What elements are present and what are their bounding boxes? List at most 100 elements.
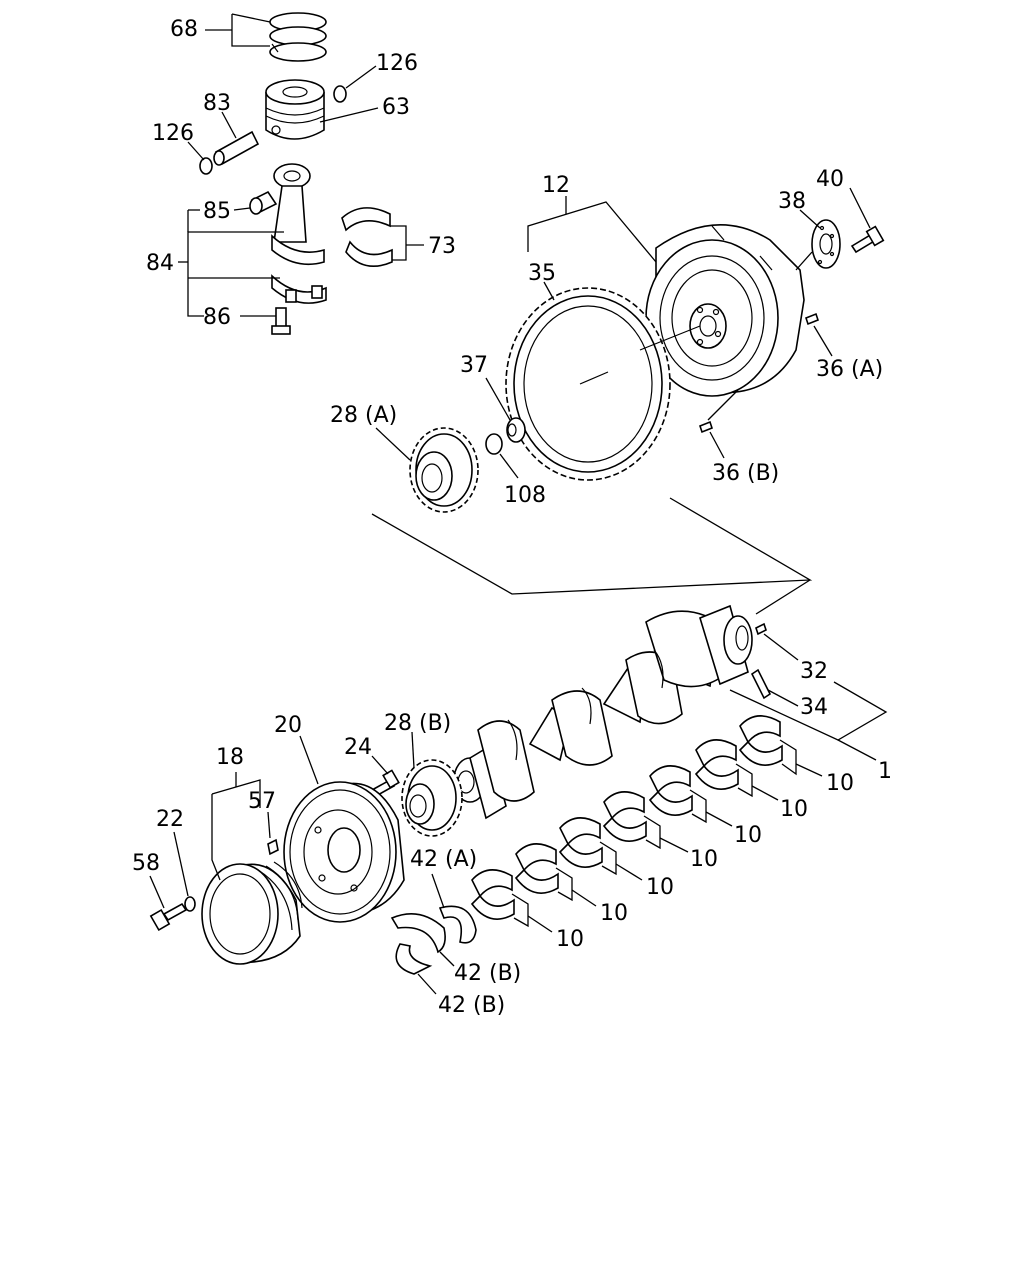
leader-40: [849, 187, 871, 229]
label-84: 84: [146, 251, 174, 276]
flywheel-plate[interactable]: [811, 219, 841, 269]
pulley-washer[interactable]: [184, 896, 196, 912]
bracket-10-3: [599, 841, 617, 876]
label-36a: 36 (A): [816, 357, 883, 382]
leader-37: [485, 377, 511, 421]
label-28b: 28 (B): [384, 711, 451, 736]
leader-34: [767, 689, 799, 707]
connecting-rod-cap[interactable]: [271, 274, 327, 304]
bracket-10-1: [511, 893, 529, 928]
dowel-pin-a[interactable]: [805, 312, 819, 326]
small-end-bushing[interactable]: [249, 190, 278, 215]
label-126-left: 126: [152, 121, 194, 146]
leader-10-1: [527, 915, 553, 933]
ring-gear[interactable]: [505, 287, 701, 481]
label-83: 83: [203, 91, 231, 116]
crankshaft-gear-b[interactable]: [401, 759, 463, 837]
flywheel[interactable]: [645, 224, 805, 397]
pulley-key[interactable]: [267, 838, 279, 856]
crankshaft-gear-a[interactable]: [409, 427, 479, 513]
bracket-10-5: [689, 789, 707, 824]
crankshaft-pin[interactable]: [755, 622, 767, 636]
bracket-84: [187, 231, 284, 317]
crankshaft[interactable]: [453, 604, 753, 820]
piston-rings[interactable]: [269, 12, 327, 62]
thrust-washer-b-upper[interactable]: [390, 912, 446, 954]
leader-32: [763, 633, 799, 661]
bracket-18-left: [211, 794, 221, 881]
label-108: 108: [504, 483, 546, 508]
leader-36b-axis: [707, 389, 739, 421]
label-10-5: 10: [734, 823, 762, 848]
leader-28b: [411, 731, 415, 769]
o-ring[interactable]: [485, 433, 503, 455]
bracket-1: [729, 681, 888, 741]
main-bearing-3[interactable]: [558, 817, 603, 868]
leader-63: [319, 107, 379, 123]
damper-pulley[interactable]: [283, 781, 405, 923]
thrust-washer-b-lower[interactable]: [395, 943, 433, 975]
snap-ring-right[interactable]: [333, 85, 347, 103]
leader-28a: [375, 427, 411, 461]
label-12: 12: [542, 173, 570, 198]
rod-bolt[interactable]: [271, 307, 291, 335]
label-24: 24: [344, 735, 372, 760]
rod-bearing-lower[interactable]: [345, 240, 393, 268]
crank-pulley[interactable]: [201, 861, 303, 965]
label-42b-lower: 42 (B): [438, 993, 505, 1018]
label-58: 58: [132, 851, 160, 876]
bracket-73: [390, 225, 407, 261]
flywheel-bolt[interactable]: [850, 225, 885, 254]
leader-68b: [231, 13, 271, 23]
assembly-link-to-crank: [755, 579, 811, 615]
thrust-washer-a[interactable]: [438, 905, 477, 944]
main-bearing-7[interactable]: [738, 715, 783, 766]
leader-83: [221, 111, 237, 139]
dowel-pin-b[interactable]: [699, 420, 713, 434]
crankshaft-key[interactable]: [750, 668, 772, 700]
connecting-rod[interactable]: [271, 163, 325, 266]
leader-35: [543, 281, 555, 301]
label-126-right: 126: [376, 51, 418, 76]
leader-42b1: [439, 951, 455, 967]
leader-126a: [345, 65, 377, 89]
assembly-link-parallelogram: [371, 497, 813, 595]
label-32: 32: [800, 659, 828, 684]
main-bearing-6[interactable]: [694, 739, 739, 790]
label-68: 68: [170, 17, 198, 42]
bracket-10-4: [643, 815, 661, 850]
main-bearing-1[interactable]: [470, 869, 515, 920]
leader-36b: [709, 431, 725, 459]
label-57: 57: [248, 789, 276, 814]
main-bearing-2[interactable]: [514, 843, 559, 894]
label-38: 38: [778, 189, 806, 214]
label-73: 73: [428, 234, 456, 259]
main-bearing-5[interactable]: [648, 765, 693, 816]
label-37: 37: [460, 353, 488, 378]
snap-ring-left[interactable]: [199, 157, 213, 175]
leader-10-3: [615, 863, 643, 881]
piston[interactable]: [265, 79, 325, 140]
label-20: 20: [274, 713, 302, 738]
rod-bearing-upper[interactable]: [341, 207, 391, 232]
pulley-bolt[interactable]: [149, 902, 188, 932]
pilot-bearing[interactable]: [506, 417, 526, 443]
label-10-3: 10: [646, 875, 674, 900]
label-10-6: 10: [780, 797, 808, 822]
leader-20: [299, 735, 319, 785]
leader-36a: [813, 325, 833, 357]
piston-pin[interactable]: [213, 130, 260, 166]
leader-38: [799, 209, 821, 229]
label-10-7: 10: [826, 771, 854, 796]
leader-57: [267, 811, 271, 839]
leader-126b: [187, 141, 205, 161]
label-86: 86: [203, 305, 231, 330]
leader-10-4: [659, 837, 689, 853]
label-22: 22: [156, 807, 184, 832]
leader-22: [173, 831, 189, 897]
main-bearing-4[interactable]: [602, 791, 647, 842]
bracket-10-6: [735, 763, 753, 798]
label-10-2: 10: [600, 901, 628, 926]
